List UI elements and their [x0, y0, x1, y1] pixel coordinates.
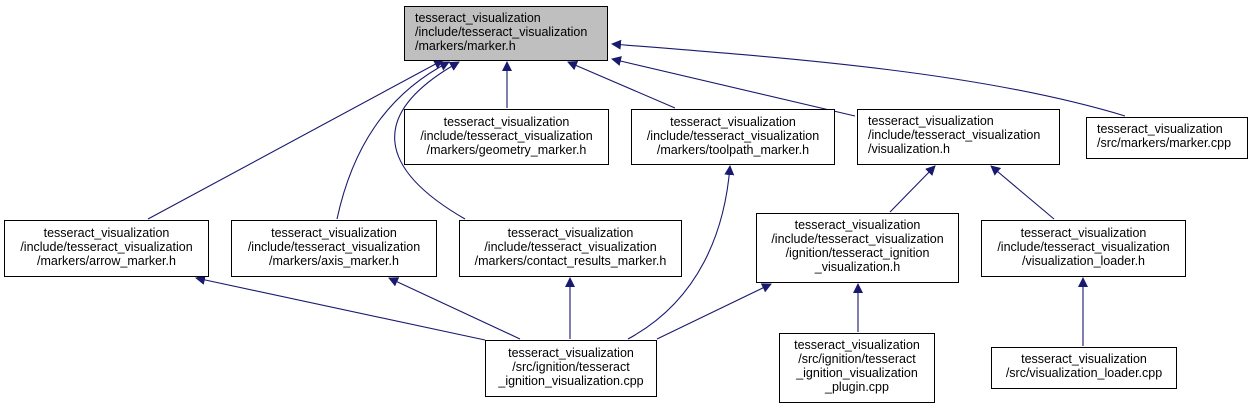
edge-contact-to-marker [394, 61, 466, 220]
edge-cpp-to-axis [388, 277, 521, 340]
node-line: /src/visualization_loader.cpp [1005, 366, 1163, 380]
node-line: _ignition_visualization [796, 366, 918, 380]
node-axis-marker-h[interactable]: tesseract_visualization /include/tessera… [231, 220, 437, 277]
edge-axis-to-marker [336, 61, 450, 220]
node-marker-cpp[interactable]: tesseract_visualization /src/markers/mar… [1086, 117, 1248, 159]
node-toolpath-marker-h[interactable]: tesseract_visualization /include/tessera… [631, 109, 835, 165]
node-line: /markers/marker.h [415, 39, 516, 53]
node-line: /include/tesseract_visualization [771, 232, 944, 246]
node-marker-h: tesseract_visualization /include/tessera… [404, 6, 608, 61]
node-line: /src/ignition/tesseract [512, 360, 630, 374]
node-line: tesseract_visualization [271, 226, 397, 240]
node-line: /markers/geometry_marker.h [426, 143, 587, 157]
node-line: /include/tesseract_visualization [20, 240, 193, 254]
node-line: /markers/contact_results_marker.h [474, 254, 667, 268]
node-visualization-loader-h[interactable]: tesseract_visualization /include/tessera… [981, 220, 1186, 277]
node-line: tesseract_visualization [508, 346, 634, 360]
edge-arrow-to-marker [147, 59, 444, 220]
node-line: /ignition/tesseract_ignition [785, 246, 930, 260]
node-line: _plugin.cpp [825, 380, 889, 394]
edge-toolpath-to-marker [567, 60, 676, 109]
node-line: /include/tesseract_visualization [997, 240, 1170, 254]
node-line: _ignition_visualization.cpp [498, 374, 644, 388]
node-ignition-visualization-plugin-cpp[interactable]: tesseract_visualization /src/ignition/te… [779, 333, 935, 403]
node-line: /include/tesseract_visualization [868, 128, 1041, 142]
edge-cpp-to-arrow [195, 274, 486, 341]
node-line: /include/tesseract_visualization [415, 25, 588, 39]
edge-cpp-to-ignitionh [656, 283, 772, 340]
edge-cpp-to-toolpath [627, 165, 735, 340]
node-ignition-visualization-h[interactable]: tesseract_visualization /include/tessera… [756, 213, 959, 283]
edge-visualization-to-marker [611, 56, 856, 117]
node-geometry-marker-h[interactable]: tesseract_visualization /include/tessera… [404, 109, 609, 165]
node-line: /visualization.h [868, 142, 950, 156]
node-line: /src/ignition/tesseract [798, 352, 916, 366]
node-line: /markers/arrow_marker.h [37, 254, 176, 268]
node-line: tesseract_visualization [794, 338, 920, 352]
node-line: tesseract_visualization [868, 114, 994, 128]
node-line: tesseract_visualization [1020, 226, 1147, 240]
node-ignition-visualization-cpp[interactable]: tesseract_visualization /src/ignition/te… [485, 340, 657, 397]
node-line: tesseract_visualization [794, 218, 921, 232]
node-line: tesseract_visualization [507, 226, 634, 240]
node-line: _visualization.h [814, 260, 901, 274]
edge-loaderh-to-visualization [990, 165, 1055, 220]
node-line: /include/tesseract_visualization [484, 240, 657, 254]
node-contact-results-marker-h[interactable]: tesseract_visualization /include/tessera… [459, 220, 682, 277]
node-visualization-h[interactable]: tesseract_visualization /include/tessera… [857, 109, 1060, 165]
node-line: tesseract_visualization [43, 226, 170, 240]
node-line: tesseract_visualization [1097, 122, 1223, 136]
node-line: /visualization_loader.h [1022, 254, 1145, 268]
node-line: /include/tesseract_visualization [420, 129, 593, 143]
node-line: /include/tesseract_visualization [646, 129, 820, 143]
node-line: tesseract_visualization [1021, 352, 1147, 366]
node-line: /include/tesseract_visualization [247, 240, 421, 254]
node-line: /src/markers/marker.cpp [1097, 136, 1232, 150]
edge-ignitionh-to-visualization [889, 165, 936, 213]
edge-markercpp-to-marker [611, 39, 1126, 117]
node-line: tesseract_visualization [443, 115, 570, 129]
node-arrow-marker-h[interactable]: tesseract_visualization /include/tessera… [4, 220, 209, 277]
node-line: /markers/axis_marker.h [269, 254, 399, 268]
node-line: tesseract_visualization [415, 11, 541, 25]
node-line: tesseract_visualization [670, 115, 796, 129]
node-line: /markers/toolpath_marker.h [656, 143, 810, 157]
node-visualization-loader-cpp[interactable]: tesseract_visualization /src/visualizati… [991, 347, 1177, 389]
